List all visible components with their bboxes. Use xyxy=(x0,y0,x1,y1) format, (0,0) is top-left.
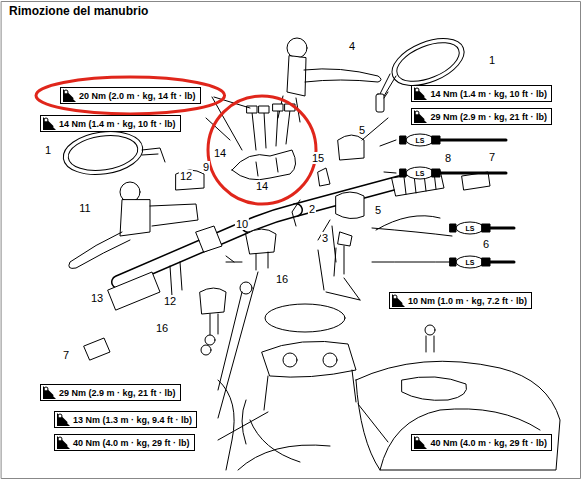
callout-number: 15 xyxy=(311,152,325,164)
callout-number: 3 xyxy=(321,232,329,244)
torque-icon xyxy=(414,110,427,123)
torque-icon xyxy=(63,89,76,102)
connector-mark: LS xyxy=(414,136,427,145)
callout-number: 16 xyxy=(155,322,169,334)
torque-value: 29 Nm (2.9 m · kg, 21 ft · lb) xyxy=(430,111,547,123)
torque-spec-box: 29 Nm (2.9 m · kg, 21 ft · lb) xyxy=(411,108,552,125)
callout-number: 1 xyxy=(488,54,496,66)
callout-number: 5 xyxy=(358,124,366,136)
callout-number: 16 xyxy=(275,273,289,285)
connector-mark: LS xyxy=(414,169,427,178)
callout-number: 8 xyxy=(444,152,452,164)
torque-spec-box: 13 Nm (1.3 m · kg, 9.4 ft · lb) xyxy=(54,411,197,428)
callout-number: 14 xyxy=(213,147,227,159)
callout-number: 14 xyxy=(255,180,269,192)
torque-icon xyxy=(414,436,427,449)
torque-value: 29 Nm (2.9 m · kg, 21 ft · lb) xyxy=(59,387,176,399)
torque-value: 14 Nm (1.4 m · kg, 10 ft · lb) xyxy=(59,118,176,130)
torque-icon xyxy=(43,117,56,130)
torque-spec-box: 14 Nm (1.4 m · kg, 10 ft · lb) xyxy=(411,85,552,102)
torque-value: 14 Nm (1.4 m · kg, 10 ft · lb) xyxy=(430,88,547,100)
callout-number: 12 xyxy=(179,170,193,182)
page-title: Rimozione del manubrio xyxy=(9,4,148,18)
connector-mark: LS xyxy=(464,258,477,267)
torque-value: 10 Nm (1.0 m · kg, 7.2 ft · lb) xyxy=(408,295,527,307)
torque-value: 40 Nm (4.0 m · kg, 29 ft · lb) xyxy=(430,437,547,449)
torque-icon xyxy=(392,294,405,307)
callout-number: 10 xyxy=(235,218,249,230)
callout-number: 5 xyxy=(374,204,382,216)
torque-icon xyxy=(57,436,70,449)
callout-number: 4 xyxy=(348,40,356,52)
callout-number: 13 xyxy=(90,292,104,304)
torque-spec-box: 40 Nm (4.0 m · kg, 29 ft · lb) xyxy=(411,434,552,451)
torque-value: 20 Nm (2.0 m · kg, 14 ft · lb) xyxy=(79,90,196,102)
callout-number: 1 xyxy=(44,144,52,156)
torque-icon xyxy=(43,386,56,399)
torque-spec-box: 20 Nm (2.0 m · kg, 14 ft · lb) xyxy=(60,87,201,104)
callout-number: 12 xyxy=(163,295,177,307)
callout-number: 6 xyxy=(482,238,490,250)
callout-number: 7 xyxy=(488,151,496,163)
callout-number: 7 xyxy=(62,349,70,361)
torque-icon xyxy=(57,413,70,426)
torque-spec-box: 10 Nm (1.0 m · kg, 7.2 ft · lb) xyxy=(389,292,532,309)
torque-value: 13 Nm (1.3 m · kg, 9.4 ft · lb) xyxy=(73,414,192,426)
torque-spec-box: 29 Nm (2.9 m · kg, 21 ft · lb) xyxy=(40,384,181,401)
torque-icon xyxy=(414,87,427,100)
torque-spec-box: 40 Nm (4.0 m · kg, 29 ft · lb) xyxy=(54,434,195,451)
callout-number: 11 xyxy=(78,202,91,214)
callout-number: 9 xyxy=(202,161,210,173)
torque-spec-box: 14 Nm (1.4 m · kg, 10 ft · lb) xyxy=(40,115,181,132)
connector-mark: LS xyxy=(464,224,477,233)
torque-value: 40 Nm (4.0 m · kg, 29 ft · lb) xyxy=(73,437,190,449)
callout-number: 2 xyxy=(308,203,316,215)
